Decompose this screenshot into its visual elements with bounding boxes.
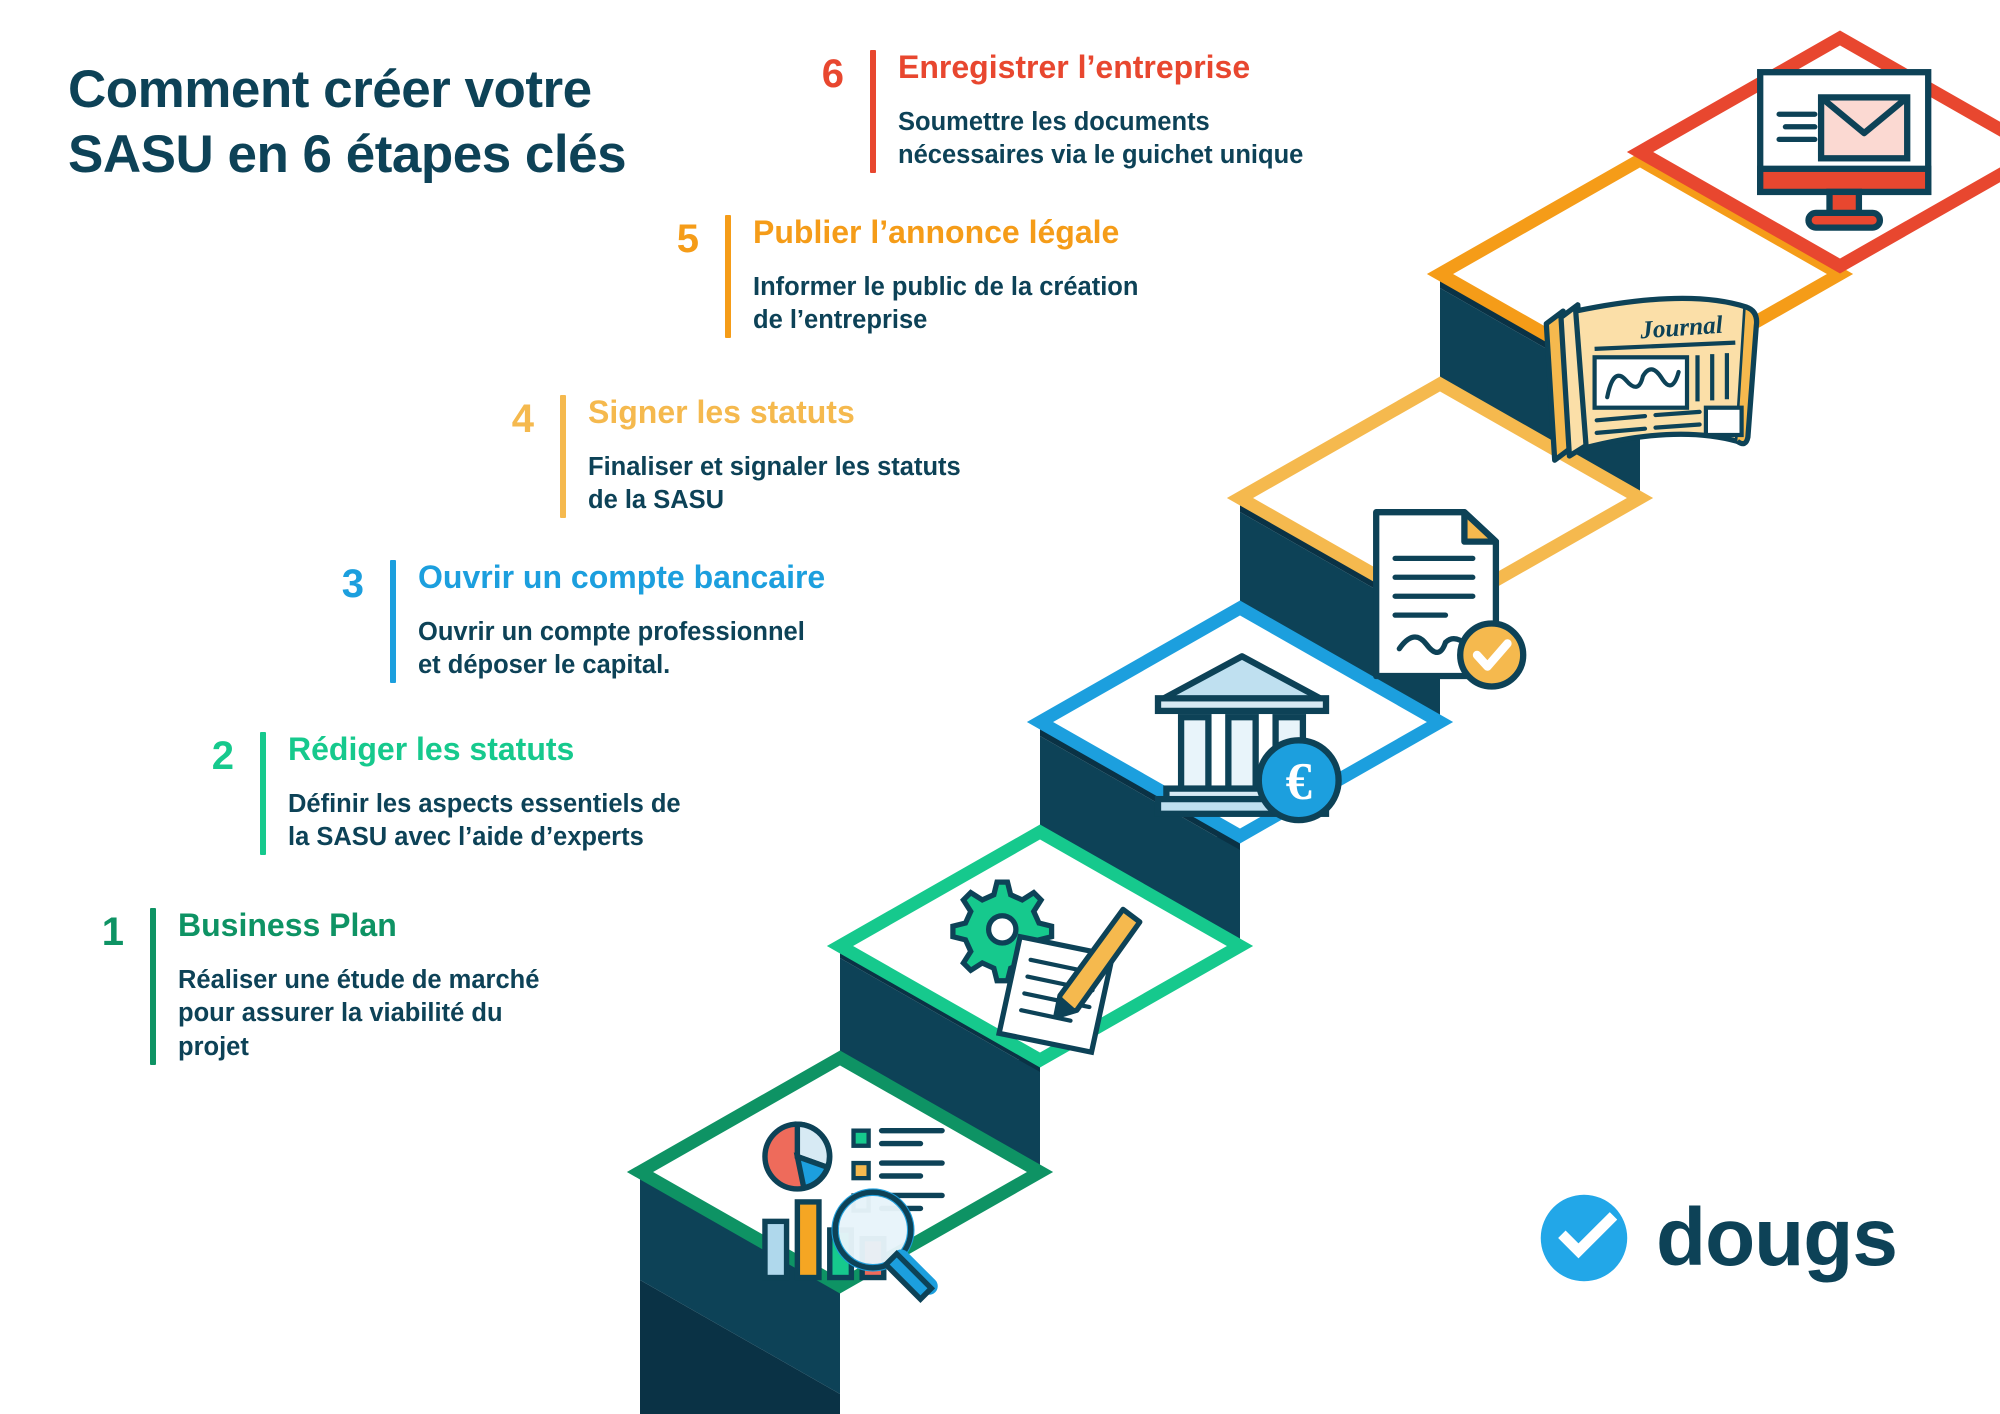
step-description-5: Informer le public de la création de l’e…: [753, 272, 1139, 335]
step-title-3: Ouvrir un compte bancaire: [418, 559, 826, 595]
monitor-envelope-icon: [1757, 69, 1932, 231]
step-item-2: 2 Rédiger les statuts Définir les aspect…: [190, 731, 681, 856]
page-title-line-1: Comment créer votre: [68, 60, 592, 119]
check-circle-icon: [1540, 1194, 1628, 1282]
step-number-4: 4: [511, 397, 534, 441]
step-item-3: 3 Ouvrir un compte bancaire Ouvrir un co…: [320, 559, 826, 684]
step-number-1: 1: [101, 910, 124, 954]
step-item-1: 1 Business Plan Réaliser une étude de ma…: [80, 907, 540, 1065]
step-item-4: 4 Signer les statuts Finaliser et signal…: [490, 394, 961, 519]
step-description-4: Finaliser et signaler les statuts de la …: [588, 452, 961, 515]
step-accent-bar-5: [725, 215, 731, 339]
step-accent-bar-2: [260, 732, 266, 856]
step-description-2: Définir les aspects essentiels de la SAS…: [288, 789, 681, 852]
stair-riser-1: [640, 1172, 840, 1414]
newspaper-masthead: Journal: [1638, 312, 1723, 345]
step-title-6: Enregistrer l’entreprise: [898, 49, 1251, 85]
step-accent-bar-3: [390, 560, 396, 684]
signed-document-check-icon: [1373, 509, 1527, 690]
step-accent-bar-4: [560, 395, 566, 519]
svg-text:€: €: [1286, 753, 1312, 811]
step-title-5: Publier l’annonce légale: [753, 214, 1120, 250]
newspaper-icon: Journal: [1543, 295, 1760, 463]
dougs-logo: dougs: [1538, 1192, 1898, 1284]
step-title-4: Signer les statuts: [588, 394, 855, 430]
page-title-line-2: SASU en 6 étapes clés: [68, 124, 627, 184]
step-item-6: 6 Enregistrer l’entreprise Soumettre les…: [800, 49, 1304, 174]
page-title: Comment créer votre SASU en 6 étapes clé…: [68, 58, 788, 187]
bank-euro-icon: €: [1154, 653, 1342, 824]
step-item-5: 5 Publier l’annonce légale Informer le p…: [655, 214, 1139, 339]
market-research-chart-icon: [762, 1121, 945, 1303]
step-number-3: 3: [341, 562, 364, 606]
step-title-1: Business Plan: [178, 907, 397, 943]
step-title-2: Rédiger les statuts: [288, 731, 575, 767]
dougs-wordmark: dougs: [1656, 1192, 1898, 1283]
step-number-2: 2: [211, 734, 234, 778]
document-gear-pen-icon: [950, 879, 1143, 1056]
step-description-3: Ouvrir un compte professionnel et dépose…: [418, 617, 805, 680]
step-description-1: Réaliser une étude de marché pour assure…: [178, 965, 540, 1062]
step-description-6: Soumettre les documents nécessaires via …: [898, 107, 1304, 170]
step-number-6: 6: [821, 52, 844, 96]
step-accent-bar-1: [150, 908, 156, 1065]
step-number-5: 5: [676, 217, 699, 261]
step-accent-bar-6: [870, 50, 876, 174]
